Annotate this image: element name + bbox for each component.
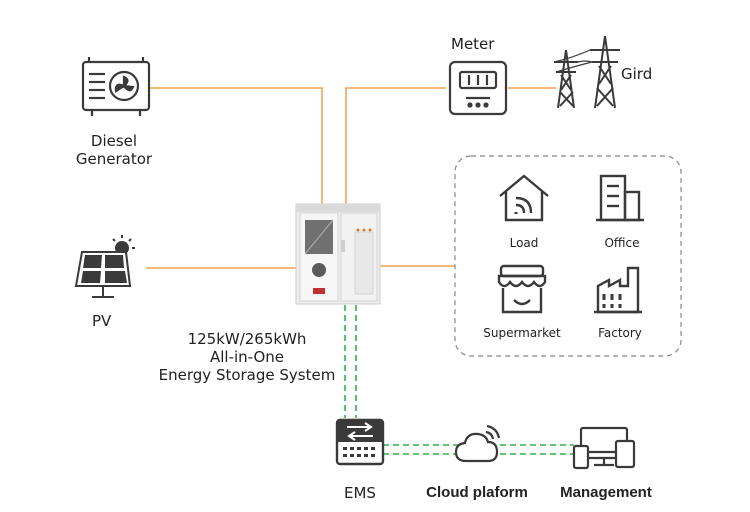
power-lines — [146, 87, 556, 269]
cloud-icon — [454, 424, 501, 463]
storage-label-line2: All-in-One — [209, 348, 285, 366]
pv-label: PV — [92, 312, 112, 330]
supermarket-label: Supermarket — [483, 326, 561, 340]
meter-icon — [448, 60, 508, 116]
supermarket-icon — [497, 264, 547, 314]
office-building-icon — [596, 174, 644, 222]
pv-panel-icon — [74, 235, 135, 298]
cloud-label: Cloud plaform — [426, 484, 528, 501]
storage-label-line1: 125kW/265kWh — [187, 330, 307, 348]
house-wifi-icon — [499, 174, 549, 222]
ems-icon — [335, 418, 385, 466]
storage-cabinet — [295, 203, 381, 305]
storage-label: 125kW/265kWh All-in-One Energy Storage S… — [142, 330, 352, 384]
office-label: Office — [604, 236, 640, 250]
ems-label: EMS — [344, 484, 376, 502]
factory-icon — [594, 266, 642, 314]
storage-label-line3: Energy Storage System — [158, 366, 336, 384]
load-label: Load — [509, 236, 539, 250]
meter-label: Meter — [451, 35, 495, 53]
grid-tower-icon — [553, 35, 620, 109]
load-group-box — [454, 155, 682, 357]
comm-lines — [344, 305, 574, 455]
management-label: Management — [560, 484, 652, 501]
grid-label: Gird — [621, 65, 653, 83]
diesel-generator-icon — [81, 57, 151, 116]
diesel-generator-label-line1: Diesel — [90, 132, 138, 150]
diesel-generator-label: Diesel Generator — [64, 132, 164, 168]
diesel-power-line — [148, 87, 323, 204]
grid-power-line — [345, 87, 446, 204]
factory-label: Factory — [598, 326, 642, 340]
management-devices-icon — [572, 426, 636, 470]
diesel-generator-label-line2: Generator — [75, 150, 153, 168]
